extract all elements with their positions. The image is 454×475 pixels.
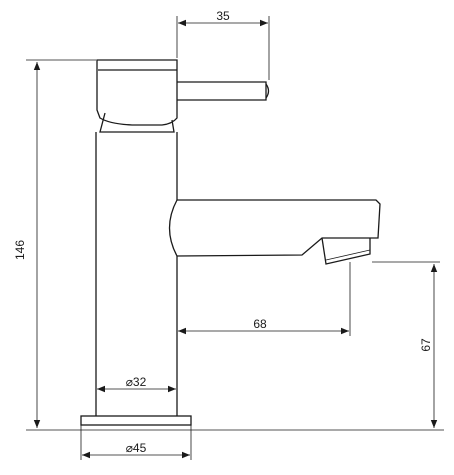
dim-base-diameter: ⌀45 <box>80 425 192 460</box>
dim-handle-width: 35 <box>176 9 270 80</box>
aerator-edge <box>325 249 371 261</box>
spout-height-label: 67 <box>419 338 433 352</box>
body-diameter-label: ⌀32 <box>126 375 147 389</box>
total-height-label: 146 <box>13 240 27 260</box>
lever-tip <box>265 83 270 99</box>
spout <box>176 199 381 257</box>
dim-total-height: 146 <box>13 59 96 428</box>
aerator <box>321 237 371 265</box>
dim-spout-height: 67 <box>372 261 440 428</box>
dim-spout-reach: 68 <box>178 262 351 336</box>
handle-collar <box>99 112 175 133</box>
handle-width-label: 35 <box>216 9 230 23</box>
spout-reach-label: 68 <box>253 317 267 331</box>
lever-arm <box>177 81 267 101</box>
base-diameter-label: ⌀45 <box>126 441 147 455</box>
base-plate <box>80 415 192 426</box>
dim-body-diameter: ⌀32 <box>97 375 176 393</box>
spout-bend <box>168 199 178 257</box>
tap-outline <box>80 59 381 426</box>
